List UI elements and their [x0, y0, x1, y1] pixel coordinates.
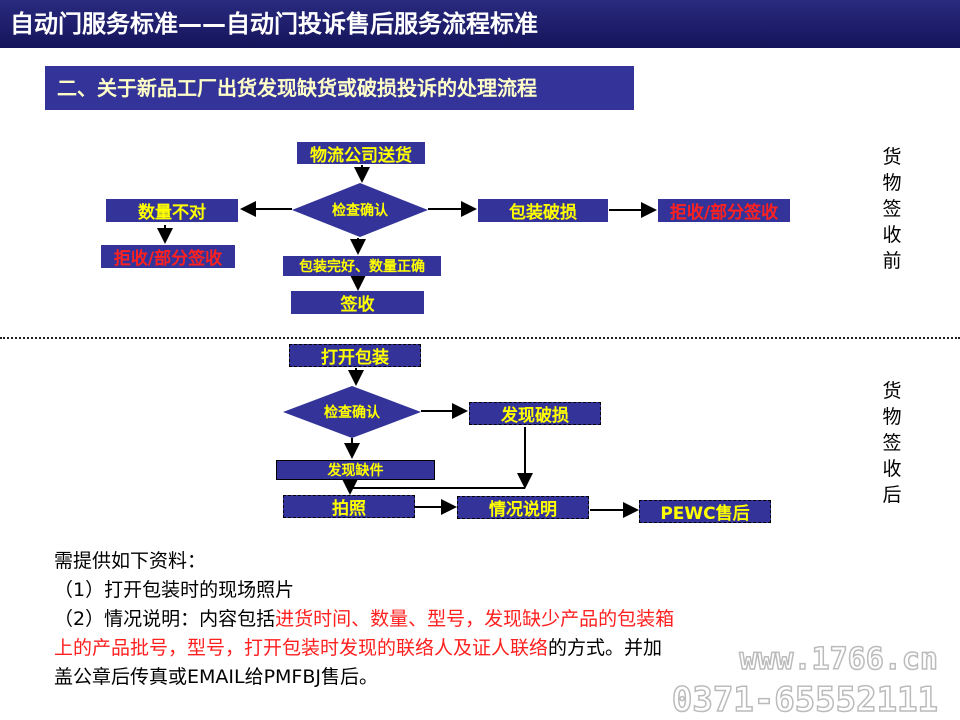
section-divider [0, 337, 960, 339]
reject-left-box: 拒收/部分签收 [101, 245, 235, 269]
found-missing-box: 发现缺件 [276, 460, 435, 480]
service-box: PEWC售后 [639, 500, 771, 524]
ok-box: 包装完好、数量正确 [283, 256, 441, 276]
after-sign-label: 货物签收后 [882, 380, 902, 506]
watermark-site: www.1766.cn [739, 641, 939, 678]
notes-line: 上的产品批号，型号，打开包装时发现的联络人及证人联络的方式。并加 [54, 637, 663, 659]
check-decision-after: 检查确认 [283, 386, 421, 438]
open-box: 打开包装 [289, 344, 421, 368]
requirements-notes: 需提供如下资料： （1）打开包装时的现场照片 （2）情况说明：内容包括进货时间、… [54, 547, 674, 692]
qty-wrong-box: 数量不对 [106, 199, 238, 223]
check-label: 检查确认 [324, 405, 380, 421]
notes-line: 盖公章后传真或EMAIL给PMFBJ售后。 [54, 666, 379, 688]
explain-box: 情况说明 [457, 496, 589, 520]
before-sign-label: 货物签收前 [882, 146, 902, 272]
reject-right-box: 拒收/部分签收 [658, 199, 790, 223]
damaged-box: 包装破损 [478, 199, 608, 223]
notes-line: 需提供如下资料： [54, 550, 207, 572]
section-heading: 二、关于新品工厂出货发现缺货或破损投诉的处理流程 [45, 66, 634, 110]
notes-line: （1）打开包装时的现场照片 [54, 579, 295, 601]
photo-box: 拍照 [283, 495, 415, 519]
sign-box: 签收 [291, 291, 424, 315]
notes-line: （2）情况说明：内容包括进货时间、数量、型号，发现缺少产品的包装箱 [54, 608, 675, 630]
delivery-box: 物流公司送货 [297, 142, 425, 166]
check-decision-before: 检查确认 [292, 183, 428, 237]
slide-title: 自动门服务标准——自动门投诉售后服务流程标准 [0, 0, 960, 48]
check-label: 检查确认 [332, 203, 388, 219]
watermark-phone: 0371-65552111 [671, 679, 939, 720]
found-damage-box: 发现破损 [469, 402, 601, 426]
